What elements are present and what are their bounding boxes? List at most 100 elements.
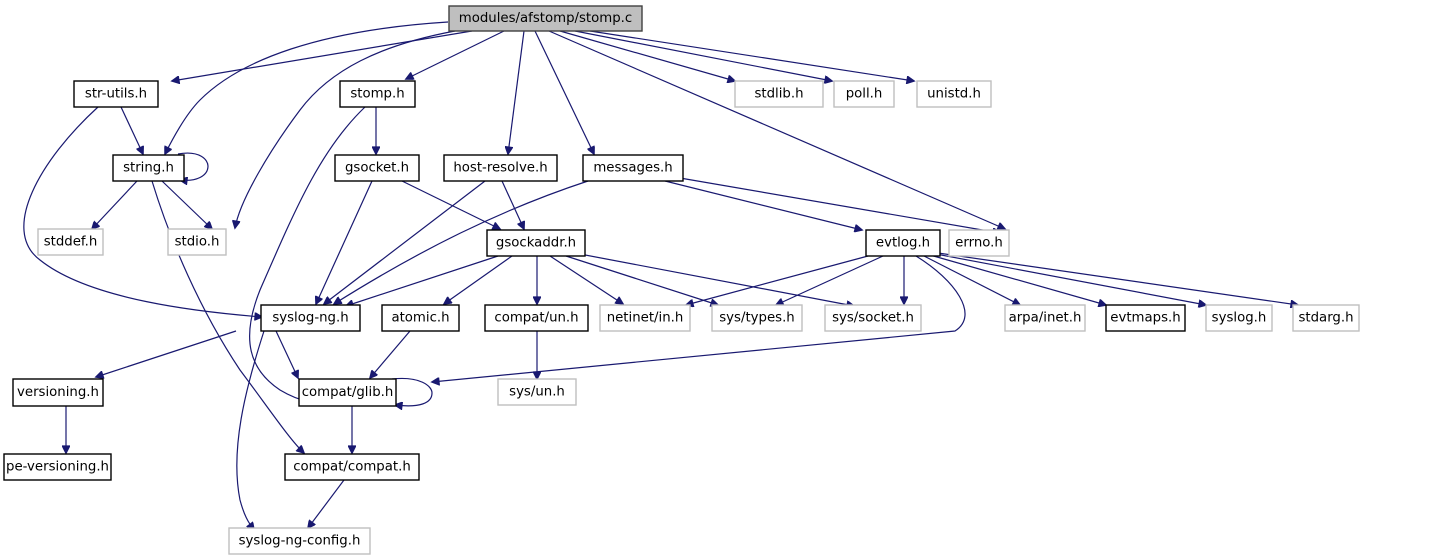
- node-label: compat/un.h: [494, 311, 578, 326]
- node-sys-un[interactable]: sys/un.h: [497, 378, 577, 406]
- node-box[interactable]: [824, 304, 922, 332]
- node-box[interactable]: [339, 80, 416, 108]
- node-label: compat/compat.h: [293, 460, 411, 475]
- node-syslog-ng-config[interactable]: syslog-ng-config.h: [228, 527, 371, 555]
- node-evtmaps[interactable]: evtmaps.h: [1105, 304, 1186, 332]
- node-host-resolve[interactable]: host-resolve.h: [443, 154, 558, 182]
- node-label: modules/afstomp/stomp.c: [459, 11, 632, 26]
- edge-stomp-c-to-unistd: [589, 30, 914, 81]
- node-errno[interactable]: errno.h: [948, 229, 1010, 257]
- node-box[interactable]: [711, 304, 803, 332]
- node-string[interactable]: string.h: [112, 154, 185, 182]
- node-evtlog[interactable]: evtlog.h: [865, 229, 941, 257]
- node-gsocket[interactable]: gsocket.h: [334, 154, 420, 182]
- node-poll[interactable]: poll.h: [833, 80, 895, 108]
- node-box[interactable]: [448, 5, 643, 32]
- edge-stomp-c-to-str-utils: [172, 30, 473, 81]
- edge-gsockaddr-to-sys-socket: [579, 253, 854, 306]
- edge-messages-to-evtlog: [664, 180, 862, 230]
- node-box[interactable]: [12, 378, 104, 407]
- edge-stomp-c-to-stdio: [235, 30, 456, 228]
- node-box[interactable]: [486, 229, 586, 257]
- edge-syslog-ng-to-versioning: [96, 330, 237, 377]
- node-box[interactable]: [381, 304, 460, 332]
- node-box[interactable]: [112, 154, 185, 182]
- node-label: stdio.h: [175, 235, 220, 250]
- node-str-utils[interactable]: str-utils.h: [73, 80, 159, 108]
- node-box[interactable]: [916, 80, 992, 108]
- node-box[interactable]: [1105, 304, 1186, 332]
- node-label: arpa/inet.h: [1009, 311, 1082, 326]
- node-label: host-resolve.h: [453, 161, 547, 176]
- node-box[interactable]: [37, 228, 104, 256]
- edge-host-resolve-to-syslog-ng: [324, 180, 486, 304]
- node-box[interactable]: [260, 304, 361, 332]
- node-box[interactable]: [298, 378, 397, 407]
- node-label: stddef.h: [44, 235, 98, 250]
- node-label: stdlib.h: [754, 87, 803, 102]
- edge-stomp-h-to-compat-glib: [249, 106, 366, 402]
- node-label: versioning.h: [17, 385, 99, 400]
- node-compat-un[interactable]: compat/un.h: [484, 304, 589, 332]
- node-box[interactable]: [734, 80, 824, 108]
- node-label: string.h: [123, 161, 174, 176]
- edge-string-to-stdio: [161, 180, 212, 229]
- node-stdarg[interactable]: stdarg.h: [1292, 304, 1360, 332]
- node-sys-types[interactable]: sys/types.h: [711, 304, 803, 332]
- node-syslog-ng[interactable]: syslog-ng.h: [260, 304, 361, 332]
- node-label: unistd.h: [927, 87, 981, 102]
- node-box[interactable]: [73, 80, 159, 108]
- edge-syslog-ng-to-config: [236, 330, 265, 530]
- node-box[interactable]: [334, 154, 420, 182]
- node-stddef[interactable]: stddef.h: [37, 228, 104, 256]
- node-box[interactable]: [443, 154, 558, 182]
- node-label: messages.h: [593, 161, 672, 176]
- node-box[interactable]: [497, 378, 577, 406]
- edge-str-utils-to-string: [120, 106, 143, 154]
- node-label: compat/glib.h: [302, 385, 394, 400]
- edge-stomp-c-to-messages: [534, 30, 594, 154]
- node-box[interactable]: [948, 229, 1010, 257]
- node-box[interactable]: [865, 229, 941, 257]
- node-box[interactable]: [3, 453, 112, 481]
- edge-messages-to-syslog-ng: [334, 180, 589, 304]
- edge-gsockaddr-to-syslog-ng: [346, 255, 499, 306]
- node-label: stdarg.h: [1298, 311, 1353, 326]
- node-box[interactable]: [599, 304, 691, 332]
- edge-string-to-stddef: [92, 180, 138, 229]
- node-unistd[interactable]: unistd.h: [916, 80, 992, 108]
- node-compat-glib[interactable]: compat/glib.h: [298, 378, 397, 407]
- node-label: evtmaps.h: [1110, 311, 1180, 326]
- node-box[interactable]: [833, 80, 895, 108]
- node-box[interactable]: [484, 304, 589, 332]
- node-syslog[interactable]: syslog.h: [1205, 304, 1273, 332]
- edge-evtlog-to-sys-types: [776, 255, 884, 305]
- node-gsockaddr[interactable]: gsockaddr.h: [486, 229, 586, 257]
- node-box[interactable]: [1004, 304, 1086, 332]
- node-box[interactable]: [582, 154, 684, 182]
- node-box[interactable]: [1205, 304, 1273, 332]
- node-label: sys/un.h: [509, 385, 565, 400]
- node-arpa-inet[interactable]: arpa/inet.h: [1004, 304, 1086, 332]
- node-label: stomp.h: [350, 87, 404, 102]
- node-label: errno.h: [955, 236, 1003, 251]
- node-label: gsockaddr.h: [496, 236, 576, 251]
- node-versioning[interactable]: versioning.h: [12, 378, 104, 407]
- node-box[interactable]: [167, 228, 227, 256]
- node-box[interactable]: [228, 527, 371, 555]
- node-stomp-h[interactable]: stomp.h: [339, 80, 416, 108]
- node-stdio[interactable]: stdio.h: [167, 228, 227, 256]
- node-pe-versioning[interactable]: pe-versioning.h: [3, 453, 112, 481]
- node-stomp-c[interactable]: modules/afstomp/stomp.c: [448, 5, 643, 32]
- edge-stomp-c-to-stdlib: [559, 30, 735, 81]
- edge-stomp-c-to-poll: [574, 30, 832, 81]
- node-compat-compat[interactable]: compat/compat.h: [284, 453, 420, 481]
- node-messages[interactable]: messages.h: [582, 154, 684, 182]
- node-netinet-in[interactable]: netinet/in.h: [599, 304, 691, 332]
- node-box[interactable]: [284, 453, 420, 481]
- node-box[interactable]: [1292, 304, 1360, 332]
- node-sys-socket[interactable]: sys/socket.h: [824, 304, 922, 332]
- node-stdlib[interactable]: stdlib.h: [734, 80, 824, 108]
- edge-compat-compat-to-config: [308, 479, 345, 528]
- node-atomic[interactable]: atomic.h: [381, 304, 460, 332]
